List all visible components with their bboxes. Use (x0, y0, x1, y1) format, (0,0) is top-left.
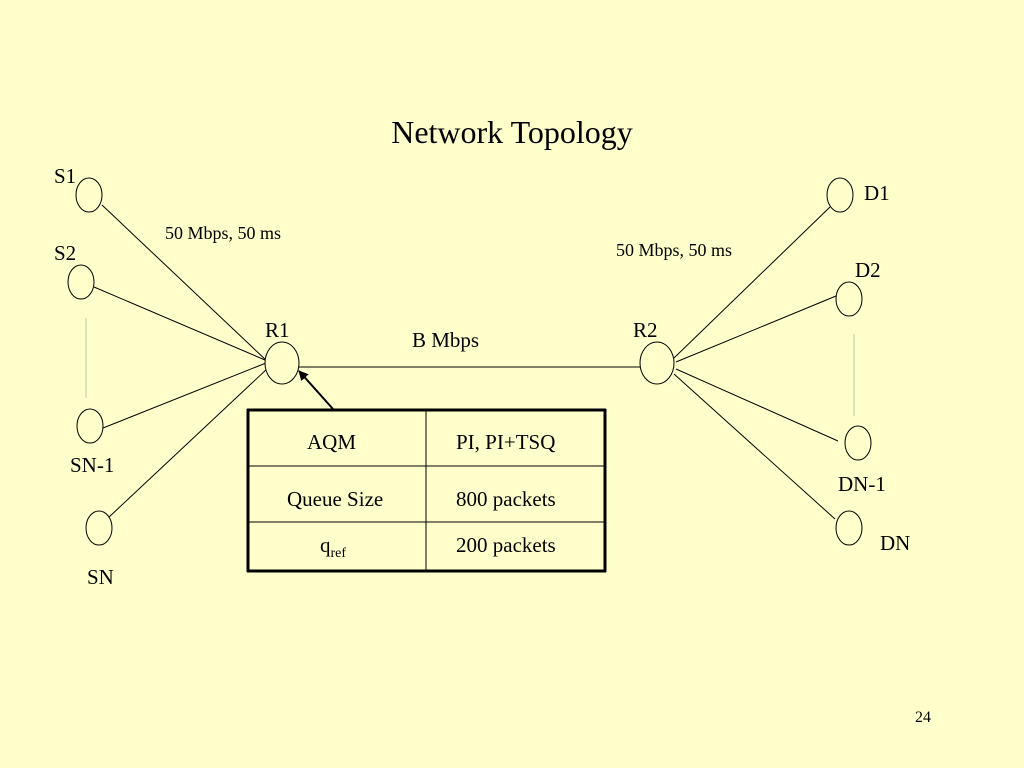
slide-title: Network Topology (391, 114, 633, 150)
link-r2-dn (673, 373, 836, 520)
label-dn1: DN-1 (838, 472, 886, 496)
table-cell-value: 800 packets (456, 487, 556, 511)
table-cell-param: qref (320, 533, 347, 562)
qref-symbol: q (320, 533, 331, 557)
node-s1 (75, 177, 103, 213)
table-cell-param: Queue Size (287, 487, 384, 511)
node-sn1 (76, 408, 104, 444)
label-r2: R2 (633, 318, 658, 342)
label-s1: S1 (54, 164, 77, 188)
node-sn (85, 510, 113, 546)
node-r2 (639, 341, 675, 385)
table-cell-value: 200 packets (456, 533, 556, 557)
link-r2-d1 (673, 206, 831, 359)
table-cell-value: PI, PI+TSQ (456, 430, 556, 454)
link-r2-dn1 (675, 368, 839, 442)
link-s1-r1 (101, 204, 269, 363)
link-sn1-r1 (102, 362, 267, 429)
node-dn1 (844, 425, 872, 461)
label-r1: R1 (265, 318, 290, 342)
label-s2: S2 (54, 241, 77, 265)
link-label-right: 50 Mbps, 50 ms (616, 240, 733, 260)
qref-subscript: ref (330, 546, 347, 562)
aqm-pointer-arrow (298, 370, 334, 410)
label-d2: D2 (855, 258, 881, 282)
page-number: 24 (915, 709, 931, 726)
node-d2 (835, 281, 863, 317)
node-s2 (67, 264, 95, 300)
node-dn (835, 510, 863, 546)
node-r1 (264, 341, 300, 385)
link-label-left: 50 Mbps, 50 ms (165, 223, 282, 243)
label-dn: DN (880, 531, 911, 555)
label-d1: D1 (864, 181, 890, 205)
node-d1 (826, 177, 854, 213)
table-cell-param: AQM (307, 430, 357, 454)
link-label-bottleneck: B Mbps (412, 328, 480, 352)
label-sn: SN (87, 565, 114, 589)
label-sn1: SN-1 (70, 453, 115, 477)
link-s2-r1 (93, 286, 266, 361)
link-r2-d2 (675, 295, 837, 363)
link-sn-r1 (107, 367, 269, 519)
